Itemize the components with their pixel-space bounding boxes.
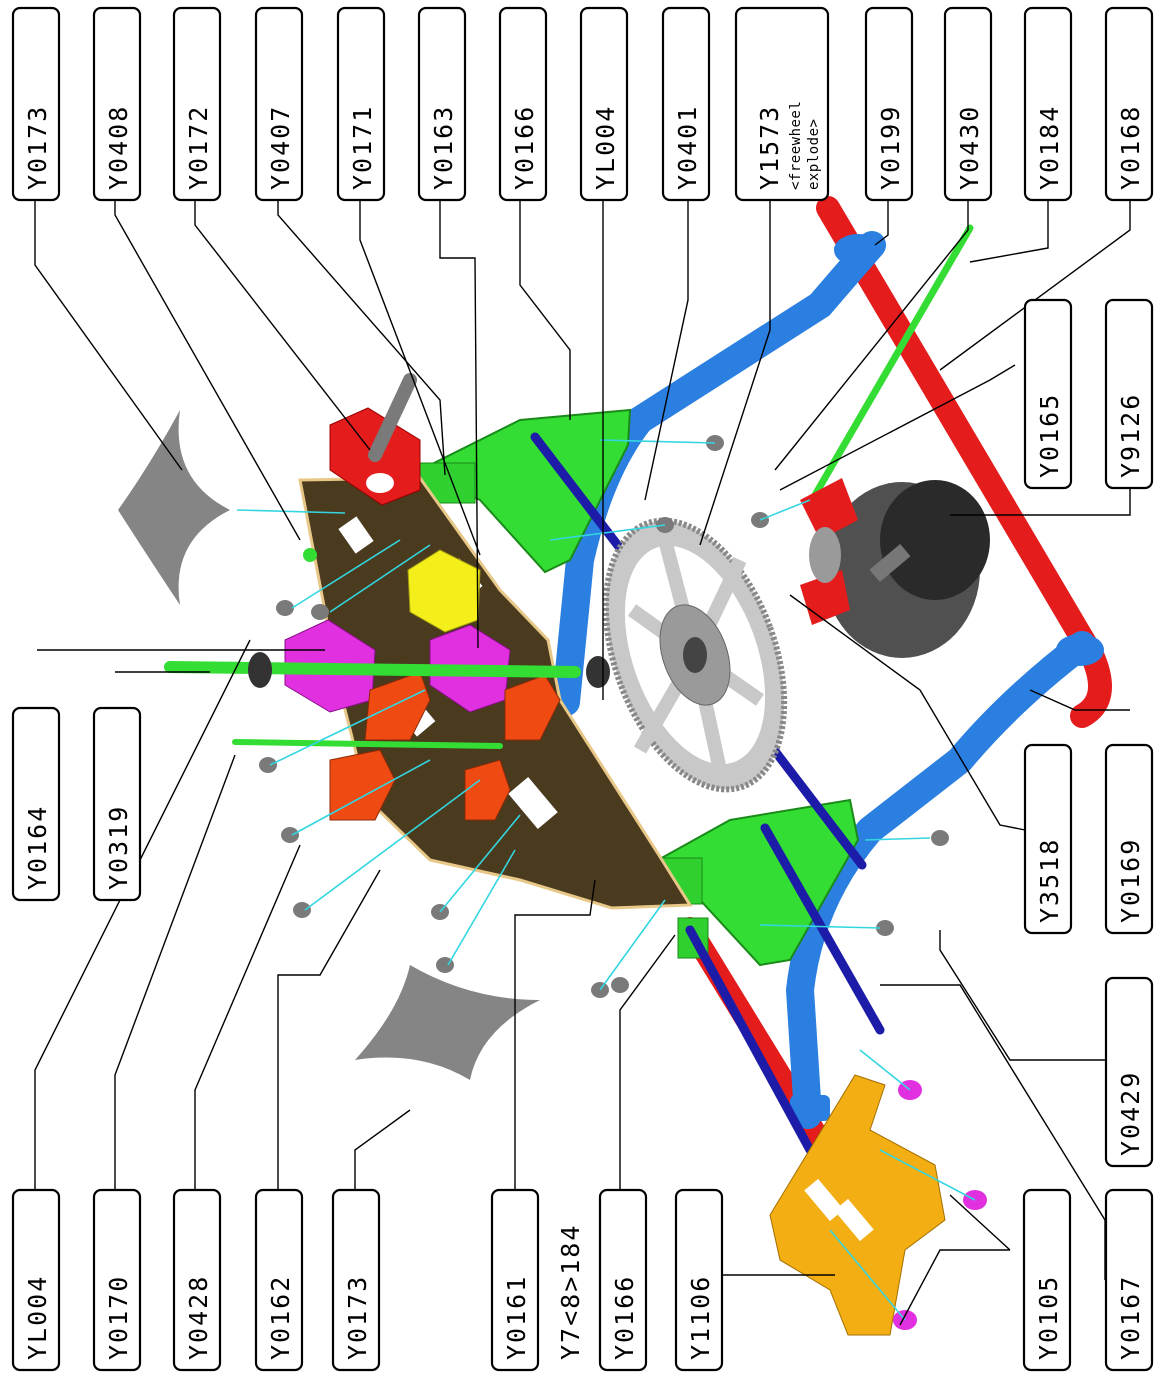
svg-text:Y0167: Y0167 <box>1116 1275 1145 1360</box>
svg-text:<freewheel: <freewheel <box>788 101 804 190</box>
label-bottom-6: Y0161 <box>490 1188 540 1372</box>
green-shafts <box>164 652 610 749</box>
label-left-2: Y0319 <box>92 706 142 902</box>
svg-text:Y0199: Y0199 <box>876 105 905 190</box>
svg-text:Y0170: Y0170 <box>104 1275 133 1360</box>
label-top-10: Y1573 <freewheel explode> <box>734 6 830 202</box>
label-top-12: Y0430 <box>943 6 993 202</box>
label-top-13: Y0184 <box>1023 6 1073 202</box>
svg-text:Y0169: Y0169 <box>1116 838 1145 923</box>
label-top-6: Y0163 <box>417 6 467 202</box>
label-top-2: Y0408 <box>92 6 142 202</box>
label-right-4: Y0169 <box>1104 743 1154 935</box>
svg-text:Y0164: Y0164 <box>23 805 52 890</box>
label-bottom-10: Y0105 <box>1022 1188 1072 1372</box>
blue-landing-skid <box>552 231 1104 1129</box>
tail-fin-plates <box>118 410 540 1080</box>
label-top-8: YL004 <box>579 6 629 202</box>
label-bottom-11: Y0167 <box>1104 1188 1154 1372</box>
main-gear <box>602 517 788 793</box>
label-bottom-4: Y0162 <box>254 1188 304 1372</box>
svg-text:Y1573: Y1573 <box>755 105 784 190</box>
label-top-5: Y0171 <box>336 6 386 202</box>
svg-text:Y0184: Y0184 <box>1035 105 1064 190</box>
svg-text:Y0401: Y0401 <box>673 105 702 190</box>
label-top-7: Y0166 <box>498 6 548 202</box>
label-top-14: Y0168 <box>1104 6 1154 202</box>
svg-text:Y0168: Y0168 <box>1116 105 1145 190</box>
label-top-11: Y0199 <box>864 6 914 202</box>
svg-text:YL004: YL004 <box>23 1275 52 1360</box>
gold-cross-plate <box>769 1074 987 1336</box>
label-right-2: Y9126 <box>1104 298 1154 490</box>
label-right-1: Y0165 <box>1023 298 1073 490</box>
label-bottom-7: Y7<8>184 <box>546 1190 592 1370</box>
svg-text:Y0172: Y0172 <box>184 105 213 190</box>
label-top-3: Y0172 <box>172 6 222 202</box>
label-top-9: Y0401 <box>661 6 711 202</box>
svg-text:Y0165: Y0165 <box>1035 393 1064 478</box>
svg-text:Y0319: Y0319 <box>104 805 133 890</box>
svg-text:Y0105: Y0105 <box>1034 1275 1063 1360</box>
svg-text:Y0166: Y0166 <box>610 1275 639 1360</box>
svg-text:Y0407: Y0407 <box>266 105 295 190</box>
svg-text:Y3518: Y3518 <box>1035 838 1064 923</box>
svg-text:Y0173: Y0173 <box>343 1275 372 1360</box>
motor-can <box>800 478 990 658</box>
label-left-1: Y0164 <box>11 706 61 902</box>
screw-set <box>259 435 949 998</box>
svg-text:YL004: YL004 <box>591 105 620 190</box>
svg-text:Y0162: Y0162 <box>266 1275 295 1360</box>
assembly-guide-lines <box>236 439 976 1321</box>
red-clamp-block <box>329 373 421 506</box>
label-top-4: Y0407 <box>254 6 304 202</box>
svg-text:Y1106: Y1106 <box>686 1275 715 1360</box>
svg-text:Y0163: Y0163 <box>429 105 458 190</box>
green-frame-struts <box>417 224 974 967</box>
label-bottom-9: Y1106 <box>674 1188 724 1372</box>
label-bottom-2: Y0170 <box>92 1188 142 1372</box>
label-bottom-3: Y0428 <box>172 1188 222 1372</box>
svg-text:explode>: explode> <box>806 119 822 190</box>
svg-text:Y0428: Y0428 <box>184 1275 213 1360</box>
label-bottom-5: Y0173 <box>331 1188 381 1372</box>
svg-text:Y0161: Y0161 <box>502 1275 531 1360</box>
orange-servo-mounts <box>329 671 561 821</box>
svg-text:Y0171: Y0171 <box>348 105 377 190</box>
svg-text:Y9126: Y9126 <box>1116 393 1145 478</box>
svg-text:Y0430: Y0430 <box>955 105 984 190</box>
label-right-5: Y0429 <box>1104 976 1154 1168</box>
svg-text:Y0408: Y0408 <box>104 105 133 190</box>
svg-text:Y0173: Y0173 <box>23 105 52 190</box>
svg-text:Y0429: Y0429 <box>1116 1071 1145 1156</box>
svg-text:Y7<8>184: Y7<8>184 <box>556 1224 585 1360</box>
callout-labels: Y0173 Y0408 Y0172 Y0407 Y0171 Y0163 Y016… <box>11 6 1154 1372</box>
label-right-3: Y3518 <box>1023 743 1073 935</box>
label-bottom-8: Y0166 <box>598 1188 648 1372</box>
label-bottom-1: YL004 <box>11 1188 61 1372</box>
svg-text:Y0166: Y0166 <box>510 105 539 190</box>
label-top-1: Y0173 <box>11 6 61 202</box>
